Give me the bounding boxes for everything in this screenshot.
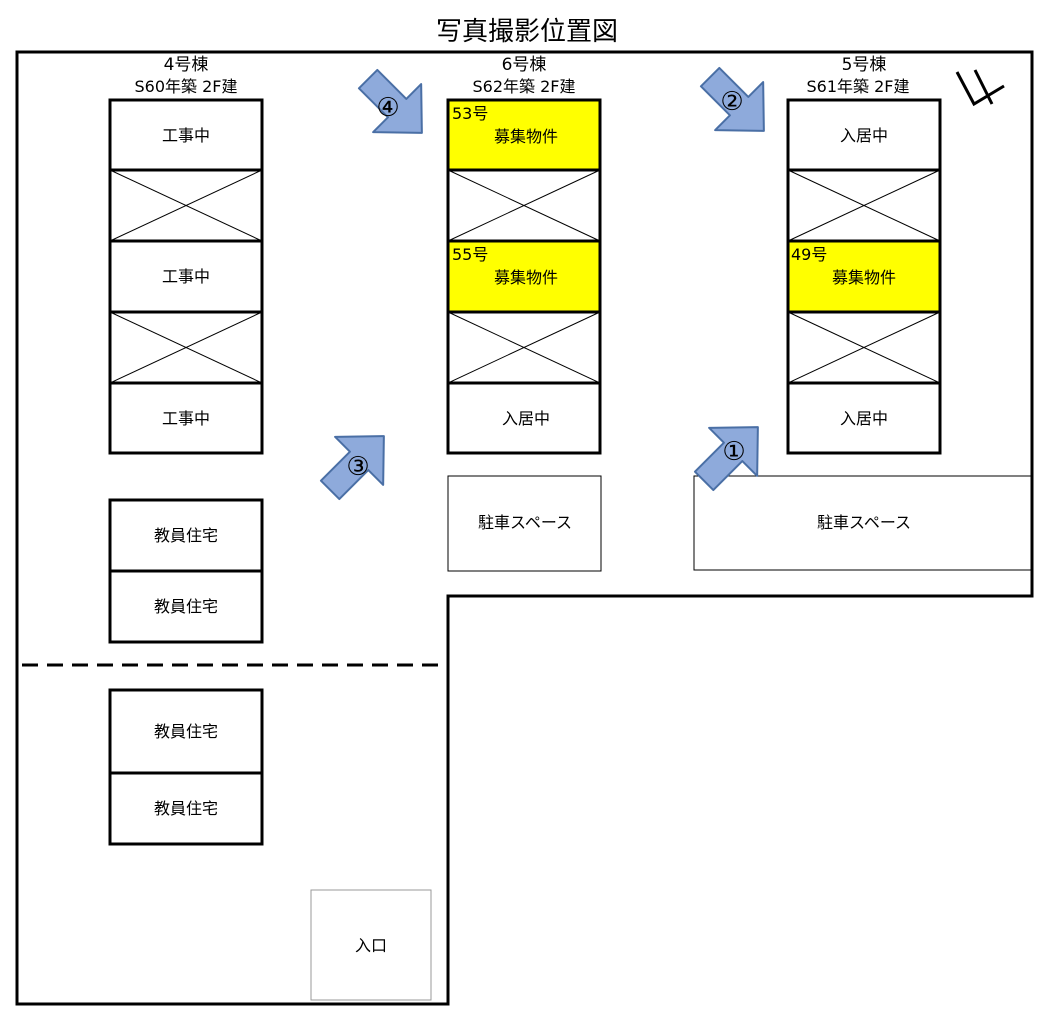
unit-status: 募集物件 bbox=[832, 268, 896, 287]
building-5-unit-4-empty bbox=[786, 310, 942, 385]
building-5-built: S61年築 2F建 bbox=[807, 77, 910, 96]
building-4-unit-4-empty bbox=[108, 310, 264, 385]
teacher-housing-label: 教員住宅 bbox=[154, 799, 218, 818]
building-5-name: 5号棟 bbox=[842, 55, 887, 75]
photo-point-2-arrow: ② bbox=[685, 52, 789, 156]
photo-point-label: ② bbox=[720, 87, 743, 117]
building-4: 工事中 工事中 工事中 bbox=[108, 98, 264, 455]
building-6-name: 6号棟 bbox=[502, 55, 547, 75]
building-6-unit-2-empty bbox=[446, 168, 602, 243]
teacher-housing-label: 教員住宅 bbox=[154, 597, 218, 616]
parking-label: 駐車スペース bbox=[817, 513, 911, 532]
map-title: 写真撮影位置図 bbox=[436, 17, 618, 47]
parking-space-6: 駐車スペース bbox=[447, 475, 602, 572]
building-4-built: S60年築 2F建 bbox=[135, 77, 238, 96]
photo-point-label: ③ bbox=[346, 452, 369, 482]
teacher-housing-lower: 教員住宅 教員住宅 bbox=[108, 688, 264, 846]
photo-point-4-arrow: ④ bbox=[343, 54, 447, 158]
building-5-unit-5: 入居中 bbox=[786, 381, 942, 455]
building-4-unit-3: 工事中 bbox=[108, 239, 264, 314]
building-5: 入居中 49号 募集物件 入居中 bbox=[786, 98, 942, 455]
building-5-unit-2-empty bbox=[786, 168, 942, 243]
entrance-label: 入口 bbox=[355, 936, 387, 955]
parking-space-5: 駐車スペース bbox=[693, 475, 1032, 571]
unit-number: 49号 bbox=[791, 245, 827, 264]
photo-point-1-arrow: ① bbox=[679, 402, 783, 506]
teacher-housing-label: 教員住宅 bbox=[154, 722, 218, 741]
unit-status: 募集物件 bbox=[494, 127, 558, 146]
building-6-unit-55: 55号 募集物件 bbox=[446, 239, 602, 314]
unit-status: 工事中 bbox=[162, 126, 210, 145]
photo-point-label: ① bbox=[722, 437, 745, 467]
unit-number: 53号 bbox=[452, 104, 488, 123]
site-boundary bbox=[15, 50, 1034, 1006]
building-6-unit-4-empty bbox=[446, 310, 602, 385]
teacher-housing-label: 教員住宅 bbox=[154, 526, 218, 545]
teacher-housing-upper: 教員住宅 教員住宅 bbox=[108, 498, 264, 644]
photo-point-3-arrow: ③ bbox=[305, 411, 409, 515]
building-5-unit-1: 入居中 bbox=[786, 98, 942, 172]
building-4-unit-2-empty bbox=[108, 168, 264, 243]
building-6-built: S62年築 2F建 bbox=[473, 77, 576, 96]
unit-status: 募集物件 bbox=[494, 268, 558, 287]
unit-status: 工事中 bbox=[162, 409, 210, 428]
building-6: 53号 募集物件 55号 募集物件 入居中 bbox=[446, 98, 602, 455]
unit-number: 55号 bbox=[452, 245, 488, 264]
building-6-unit-5: 入居中 bbox=[446, 381, 602, 455]
building-4-unit-5: 工事中 bbox=[108, 381, 264, 455]
photo-point-label: ④ bbox=[376, 93, 399, 123]
unit-status: 入居中 bbox=[502, 409, 550, 428]
building-6-unit-53: 53号 募集物件 bbox=[446, 98, 602, 172]
unit-status: 入居中 bbox=[840, 126, 888, 145]
unit-status: 入居中 bbox=[840, 409, 888, 428]
entrance: 入口 bbox=[310, 889, 432, 1001]
parking-label: 駐車スペース bbox=[478, 513, 572, 532]
building-4-name: 4号棟 bbox=[164, 55, 209, 75]
unit-status: 工事中 bbox=[162, 267, 210, 286]
building-5-unit-49: 49号 募集物件 bbox=[786, 239, 942, 314]
building-4-unit-1: 工事中 bbox=[108, 98, 264, 172]
compass-icon bbox=[955, 69, 1005, 107]
